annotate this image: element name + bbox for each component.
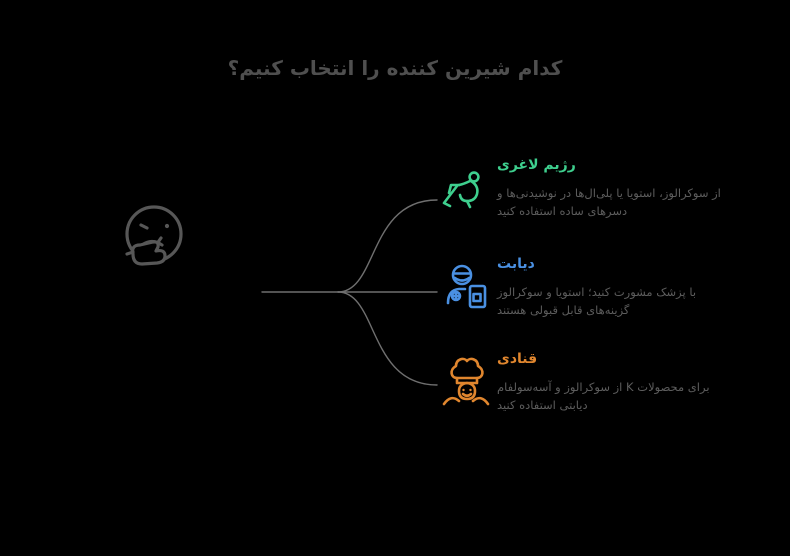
branch-weight-loss-diet: رژیم لاغری از سوکرالوز، استویا یا پلی‌ال… <box>497 157 757 220</box>
branch-description: از سوکرالوز، استویا یا پلی‌ال‌ها در نوشی… <box>497 184 757 220</box>
page-title: کدام شیرین کننده را انتخاب کنیم؟ <box>227 56 563 80</box>
branch-description: برای محصولات K از سوکرالوز و آسه‌سولفام … <box>497 378 757 414</box>
branch-description-line: گزینه‌های قابل قبولی هستند <box>497 303 630 317</box>
branch-label: رژیم لاغری <box>497 157 576 173</box>
branch-description: با پزشک مشورت کنید؛ استویا و سوکرالوز گز… <box>497 283 757 319</box>
thinking-face-icon <box>125 205 183 266</box>
chef-icon <box>442 357 490 406</box>
branch-label: دیابت <box>497 256 535 272</box>
branch-diabetes: دیابت با پزشک مشورت کنید؛ استویا و سوکرا… <box>497 256 757 319</box>
branch-description-line: با پزشک مشورت کنید؛ استویا و سوکرالوز <box>497 285 697 299</box>
branch-description-line: از سوکرالوز، استویا یا پلی‌ال‌ها در نوشی… <box>497 186 721 200</box>
doctor-icon <box>446 264 487 309</box>
stretching-person-icon <box>442 171 480 209</box>
branch-description-line: دسرهای ساده استفاده کنید <box>497 204 628 218</box>
branch-description-line: دیابتی استفاده کنید <box>497 398 588 412</box>
branch-label: قنادی <box>497 351 538 367</box>
branch-description-line: برای محصولات K از سوکرالوز و آسه‌سولفام <box>497 380 710 394</box>
branch-confectionery: قنادی برای محصولات K از سوکرالوز و آسه‌س… <box>497 351 757 414</box>
